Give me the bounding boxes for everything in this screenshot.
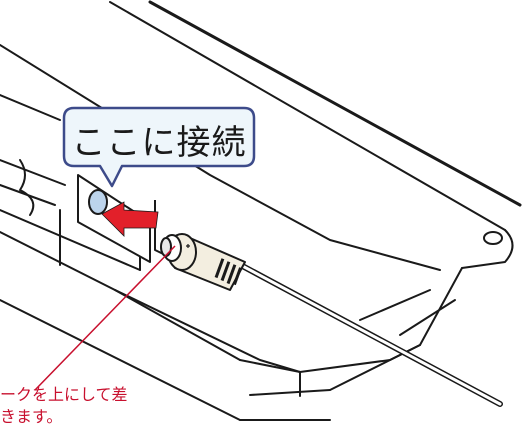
instruction-note-line-1: ークを上にして差	[0, 385, 128, 404]
insert-direction-arrow-icon	[101, 201, 159, 237]
leader-line	[34, 245, 176, 391]
instruction-note: ークを上にして差 きます。	[0, 384, 200, 428]
connection-port-icon	[88, 189, 108, 215]
cable-plug-icon	[160, 233, 246, 291]
callout-label: ここに接続	[71, 122, 247, 163]
callout-bubble	[62, 106, 256, 188]
screw-hole-icon	[483, 231, 503, 245]
cable	[232, 259, 503, 407]
instruction-note-line-2: きます。	[0, 407, 63, 426]
